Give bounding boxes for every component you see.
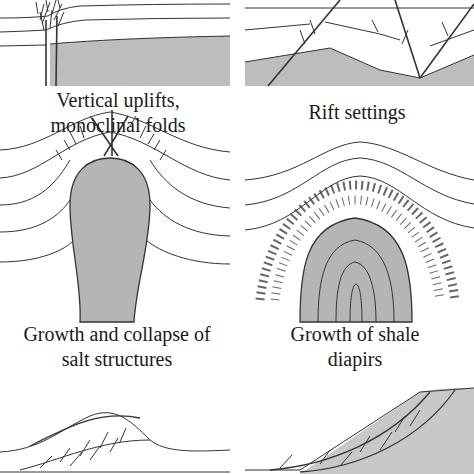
panel-caption: Vertical uplifts, monoclinal folds — [30, 88, 206, 138]
thrust-sketch — [0, 413, 230, 472]
panel-caption: Rift settings — [262, 100, 452, 125]
panel-caption: Growth and collapse of salt structures — [22, 322, 212, 372]
shale-diapir-sketch — [245, 142, 474, 322]
panel-caption: Growth of shale diapirs — [275, 322, 435, 372]
slope-failure-sketch — [245, 388, 474, 474]
monocline-sketch — [0, 0, 230, 86]
rift-sketch — [245, 0, 474, 86]
salt-diapir-sketch — [0, 110, 230, 322]
